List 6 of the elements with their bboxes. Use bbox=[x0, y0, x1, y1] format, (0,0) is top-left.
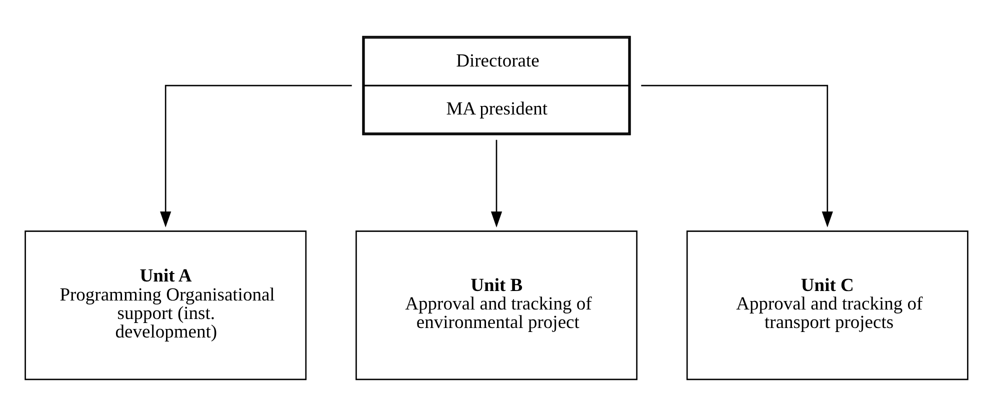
node-box: Unit B Approval and tracking of environmental project bbox=[355, 230, 637, 380]
node-box: Unit A Programming Organisational support (inst. development) bbox=[24, 230, 306, 380]
arrow bbox=[160, 84, 352, 227]
arrow bbox=[490, 139, 502, 227]
arrow bbox=[640, 84, 832, 227]
node-box: Unit C Approval and tracking of transport projects bbox=[686, 230, 968, 380]
